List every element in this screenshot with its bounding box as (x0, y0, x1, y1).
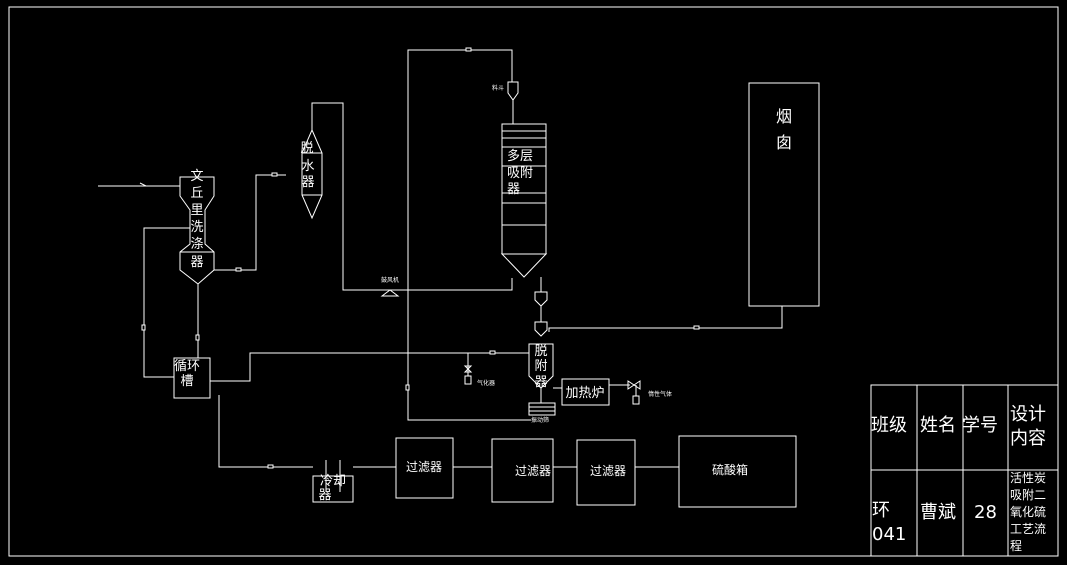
venturi-label-6: 器 (190, 255, 203, 270)
content-value-3: 氧化硫 (1010, 504, 1046, 519)
filter-3-label: 过滤器 (590, 464, 626, 478)
vibrating-screen: 振动筛 (528, 402, 556, 424)
heater: 加热炉 (561, 378, 610, 406)
header-class: 班级 (871, 415, 907, 436)
adsorber-label-3: 器 (507, 182, 520, 197)
vibrating-screen-label: 振动筛 (531, 416, 549, 424)
student-id-value: 28 (974, 502, 997, 523)
hopper: 料斗 (492, 81, 519, 124)
flow-markers (141, 47, 700, 469)
class-value-2: 041 (872, 524, 906, 545)
flow-lines (98, 49, 783, 468)
content-value-2: 吸附二 (1010, 488, 1046, 502)
desorber-label-1: 脱 (534, 344, 547, 359)
header-student-id: 学号 (962, 415, 998, 436)
desorber: 脱 附 器 (528, 343, 554, 390)
heater-label: 加热炉 (565, 386, 604, 401)
header-design-content-1: 设计 (1010, 404, 1046, 425)
filter-3: 过滤器 (576, 439, 636, 506)
dehydrator-label-3: 器 (301, 175, 314, 190)
drawing-border (8, 6, 1059, 557)
venturi-label-1: 文 (190, 169, 203, 184)
content-value-5: 程 (1010, 538, 1022, 553)
cooler: 冷却 器 (312, 460, 354, 503)
fan-label: 鼓风机 (381, 276, 399, 284)
venturi-label-3: 里 (190, 203, 203, 218)
cooler-label-1: 冷却 (320, 474, 346, 489)
inert-gas-valve-icon: 惰性气体 (627, 380, 672, 405)
content-value-4: 工艺流 (1010, 522, 1046, 536)
circulation-tank: 循环 槽 (173, 357, 211, 399)
venturi-label-4: 洗 (190, 220, 203, 235)
adsorber-label-2: 吸附 (507, 166, 533, 181)
gasifier: 气化器 (463, 365, 495, 387)
content-value-1: 活性炭 (1010, 471, 1046, 485)
inert-gas-label: 惰性气体 (648, 390, 672, 398)
multilayer-adsorber: 多层 吸附 器 (500, 123, 548, 278)
hopper-label: 料斗 (492, 84, 504, 92)
dehydrator-label-2: 水 (301, 159, 314, 174)
chimney: 烟 囱 (748, 82, 820, 307)
cooler-label-2: 器 (318, 488, 331, 503)
title-block: 班级 姓名 学号 设计 内容 环 041 曹斌 28 活性炭 吸附二 氧化硫 工… (870, 384, 1059, 557)
venturi-label-2: 丘 (190, 186, 203, 201)
header-name: 姓名 (920, 415, 956, 436)
dehydrator: 脱 水 器 (300, 128, 323, 220)
name-value: 曹斌 (920, 502, 956, 523)
feeder-valve-2 (534, 321, 548, 337)
acid-tank-label: 硫酸箱 (712, 462, 748, 477)
class-value-1: 环 (872, 500, 890, 521)
venturi-scrubber: 文 丘 里 洗 涤 器 (179, 169, 215, 285)
chimney-label-1: 烟 (776, 107, 792, 126)
desorber-label-2: 附 (534, 359, 547, 374)
acid-tank: 硫酸箱 (678, 435, 797, 508)
filter-2: 过滤器 (491, 438, 554, 503)
dehydrator-label-1: 脱 (300, 141, 313, 156)
venturi-label-5: 涤 (190, 237, 203, 252)
circulation-tank-label-1: 循环 (174, 359, 200, 374)
gasifier-label: 气化器 (477, 379, 495, 387)
circulation-tank-label-2: 槽 (180, 374, 193, 389)
chimney-label-2: 囱 (776, 133, 792, 152)
adsorber-label-1: 多层 (507, 148, 533, 164)
fan-icon: 鼓风机 (380, 276, 400, 297)
feeder-valve-1 (534, 291, 548, 307)
header-design-content-2: 内容 (1010, 428, 1046, 449)
desorber-label-3: 器 (534, 375, 547, 390)
filter-1-label: 过滤器 (406, 460, 442, 474)
filter-1: 过滤器 (395, 437, 454, 499)
filter-2-label: 过滤器 (515, 464, 551, 478)
